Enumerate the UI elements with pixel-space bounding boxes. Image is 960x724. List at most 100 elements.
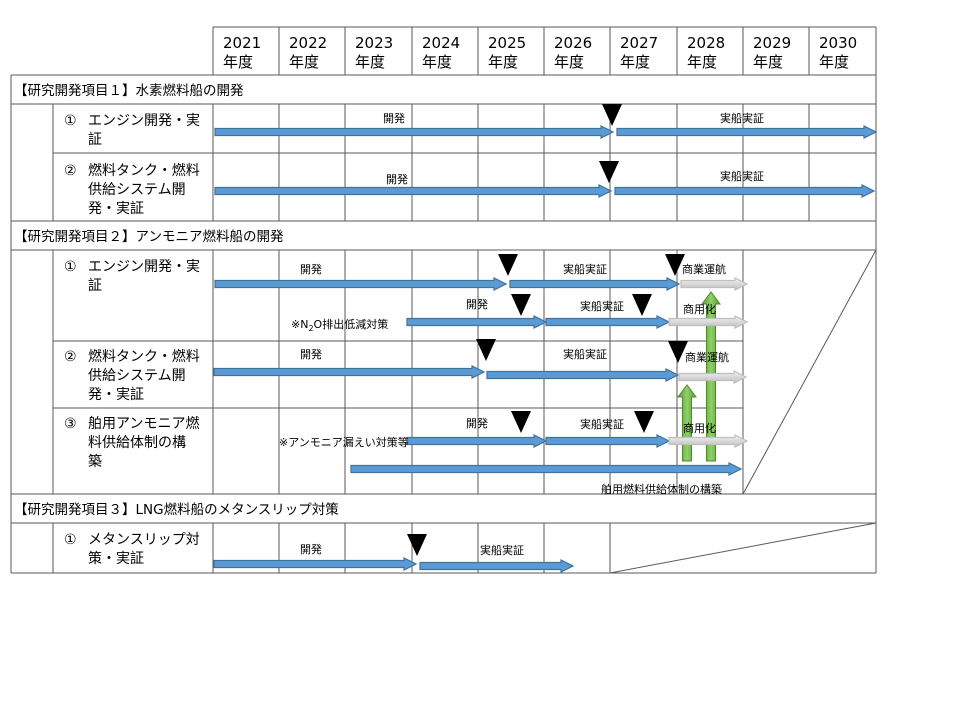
year-label: 2026 [554, 34, 592, 52]
item-number: ① [64, 532, 77, 548]
n2o-suffix: 排出低減対策 [322, 317, 388, 331]
item-label-line: 供給システム開 [88, 182, 186, 198]
year-label: 2022 [289, 34, 327, 52]
item-label-line: エンジン開発・実 [88, 259, 200, 275]
grid-lines [10, 26, 877, 574]
milestone-triangle [511, 294, 531, 316]
item-label-line: 料供給体制の構 [88, 435, 186, 451]
milestone-triangle [665, 254, 685, 276]
demo-label: 実船実証 [580, 299, 624, 313]
n2o-mid: O [314, 318, 323, 331]
year-unit: 年度 [554, 53, 584, 71]
dev-label: 開発 [466, 297, 488, 311]
item-label-line: メタンスリップ対 [88, 532, 200, 548]
dev-arrow [214, 125, 615, 139]
item-number: ② [64, 163, 77, 179]
dev-arrow [213, 365, 486, 379]
commercial-label: 商用化 [683, 302, 716, 316]
n2o-prefix: ※N [291, 318, 308, 331]
demo-label: 実船実証 [563, 347, 607, 361]
dev-label: 開発 [386, 172, 408, 186]
dev-arrow [214, 184, 613, 198]
section-title-ammonia: 【研究開発項目２】アンモニア燃料船の開発 [14, 228, 284, 245]
demo-arrow [545, 315, 671, 329]
supply-system-label: 舶用燃料供給体制の構築 [601, 482, 722, 496]
item-label-line: 発・実証 [88, 387, 144, 403]
n2o-subscript: 2 [308, 324, 313, 333]
year-unit: 年度 [819, 53, 849, 71]
dev-label: 開発 [300, 347, 322, 361]
arrows [213, 125, 878, 573]
item-label-line: 舶用アンモニア燃 [88, 415, 199, 432]
milestone-triangle [602, 104, 622, 126]
year-label: 2024 [422, 34, 460, 52]
milestone-triangle [476, 339, 496, 361]
year-label: 2025 [488, 34, 526, 52]
commercial-op-label: 商業運航 [685, 350, 729, 364]
item-label-line: 築 [88, 454, 102, 470]
milestone-triangle [511, 411, 531, 433]
year-label: 2023 [355, 34, 393, 52]
item-label-line: 発・実証 [88, 201, 144, 217]
demo-arrow [616, 125, 878, 139]
ammonia-leak-note: ※アンモニア漏えい対策等 [279, 435, 409, 449]
milestone-triangle [599, 161, 619, 183]
dev-arrow [214, 277, 508, 291]
dev-arrow [213, 557, 418, 571]
item-label-line: 燃料タンク・燃料 [88, 348, 200, 365]
milestone-triangle [634, 411, 654, 433]
item-number: ③ [64, 416, 77, 432]
year-unit: 年度 [687, 53, 717, 71]
year-unit: 年度 [223, 53, 253, 71]
demo-label: 実船実証 [580, 417, 624, 431]
item-label-line: エンジン開発・実 [88, 113, 200, 129]
section-titles: 【研究開発項目１】水素燃料船の開発 【研究開発項目２】アンモニア燃料船の開発 【… [14, 82, 339, 518]
dev-label: 開発 [383, 111, 405, 125]
year-unit: 年度 [289, 53, 319, 71]
item-number: ① [64, 113, 77, 129]
commercial-op-label: 商業運航 [682, 262, 726, 276]
year-unit: 年度 [488, 53, 518, 71]
section-title-lng: 【研究開発項目３】LNG燃料船のメタンスリップ対策 [14, 501, 339, 518]
year-label: 2029 [753, 34, 791, 52]
dev-arrow [406, 315, 548, 329]
dev-label: 開発 [300, 542, 322, 556]
dev-label: 開発 [300, 262, 322, 276]
commercial-op-arrow [680, 277, 749, 291]
bar-labels: 開発 実船実証 開発 実船実証 開発 実船実証 商業運航 開発 実船実証 商用化… [279, 111, 764, 557]
year-unit: 年度 [355, 53, 385, 71]
dev-label: 開発 [466, 416, 488, 430]
demo-arrow [509, 277, 681, 291]
demo-arrow [614, 184, 876, 198]
demo-label: 実船実証 [563, 262, 607, 276]
demo-arrow [545, 434, 671, 448]
milestones [407, 104, 688, 556]
item-label-line: 証 [88, 278, 102, 294]
demo-arrow [486, 368, 680, 382]
dev-arrow [406, 434, 548, 448]
commercial-op-arrow [678, 370, 748, 384]
commercial-arrow [668, 315, 749, 329]
milestone-triangle [498, 254, 518, 276]
milestone-triangle [668, 341, 688, 363]
demo-arrow [419, 559, 575, 573]
commercial-arrow [668, 434, 749, 448]
section-title-hydrogen: 【研究開発項目１】水素燃料船の開発 [14, 82, 244, 99]
item-label-line: 供給システム開 [88, 368, 186, 384]
item-label-line: 証 [88, 132, 102, 148]
item-label-line: 策・実証 [88, 550, 144, 567]
item-number: ② [64, 349, 77, 365]
year-unit: 年度 [422, 53, 452, 71]
milestone-triangle [407, 534, 427, 556]
supply-system-arrow [350, 462, 743, 476]
year-label: 2030 [819, 34, 857, 52]
item-label-line: 燃料タンク・燃料 [88, 162, 200, 179]
demo-label: 実船実証 [480, 543, 524, 557]
year-header: 2021 年度 2022 年度 2023 年度 2024 年度 2025 年度 … [223, 34, 857, 71]
demo-label: 実船実証 [720, 169, 764, 183]
year-label: 2028 [687, 34, 725, 52]
n2o-note: ※N2O排出低減対策 [291, 317, 388, 333]
year-unit: 年度 [620, 53, 650, 71]
